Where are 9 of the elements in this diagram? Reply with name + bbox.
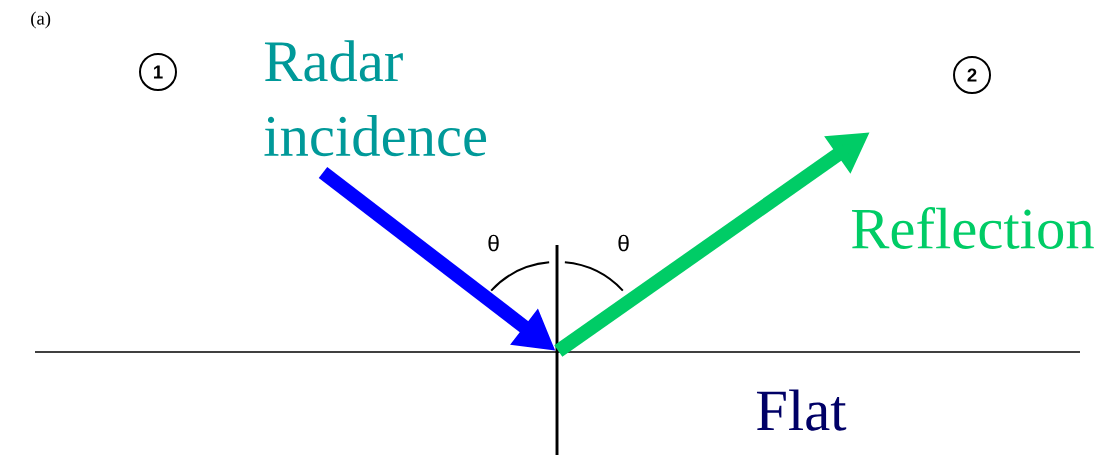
angle-label: θ bbox=[618, 234, 629, 252]
incidence-point bbox=[555, 350, 559, 354]
circled-number: 2 bbox=[953, 56, 991, 94]
angle-label: θ bbox=[488, 234, 499, 252]
edge-label: Reflection bbox=[852, 207, 1094, 249]
panel-label: (a) bbox=[31, 11, 51, 29]
circled-number: 1 bbox=[139, 53, 177, 91]
incidence-label: Radar incidence bbox=[264, 40, 487, 157]
surface-label: Flat bbox=[756, 389, 847, 431]
